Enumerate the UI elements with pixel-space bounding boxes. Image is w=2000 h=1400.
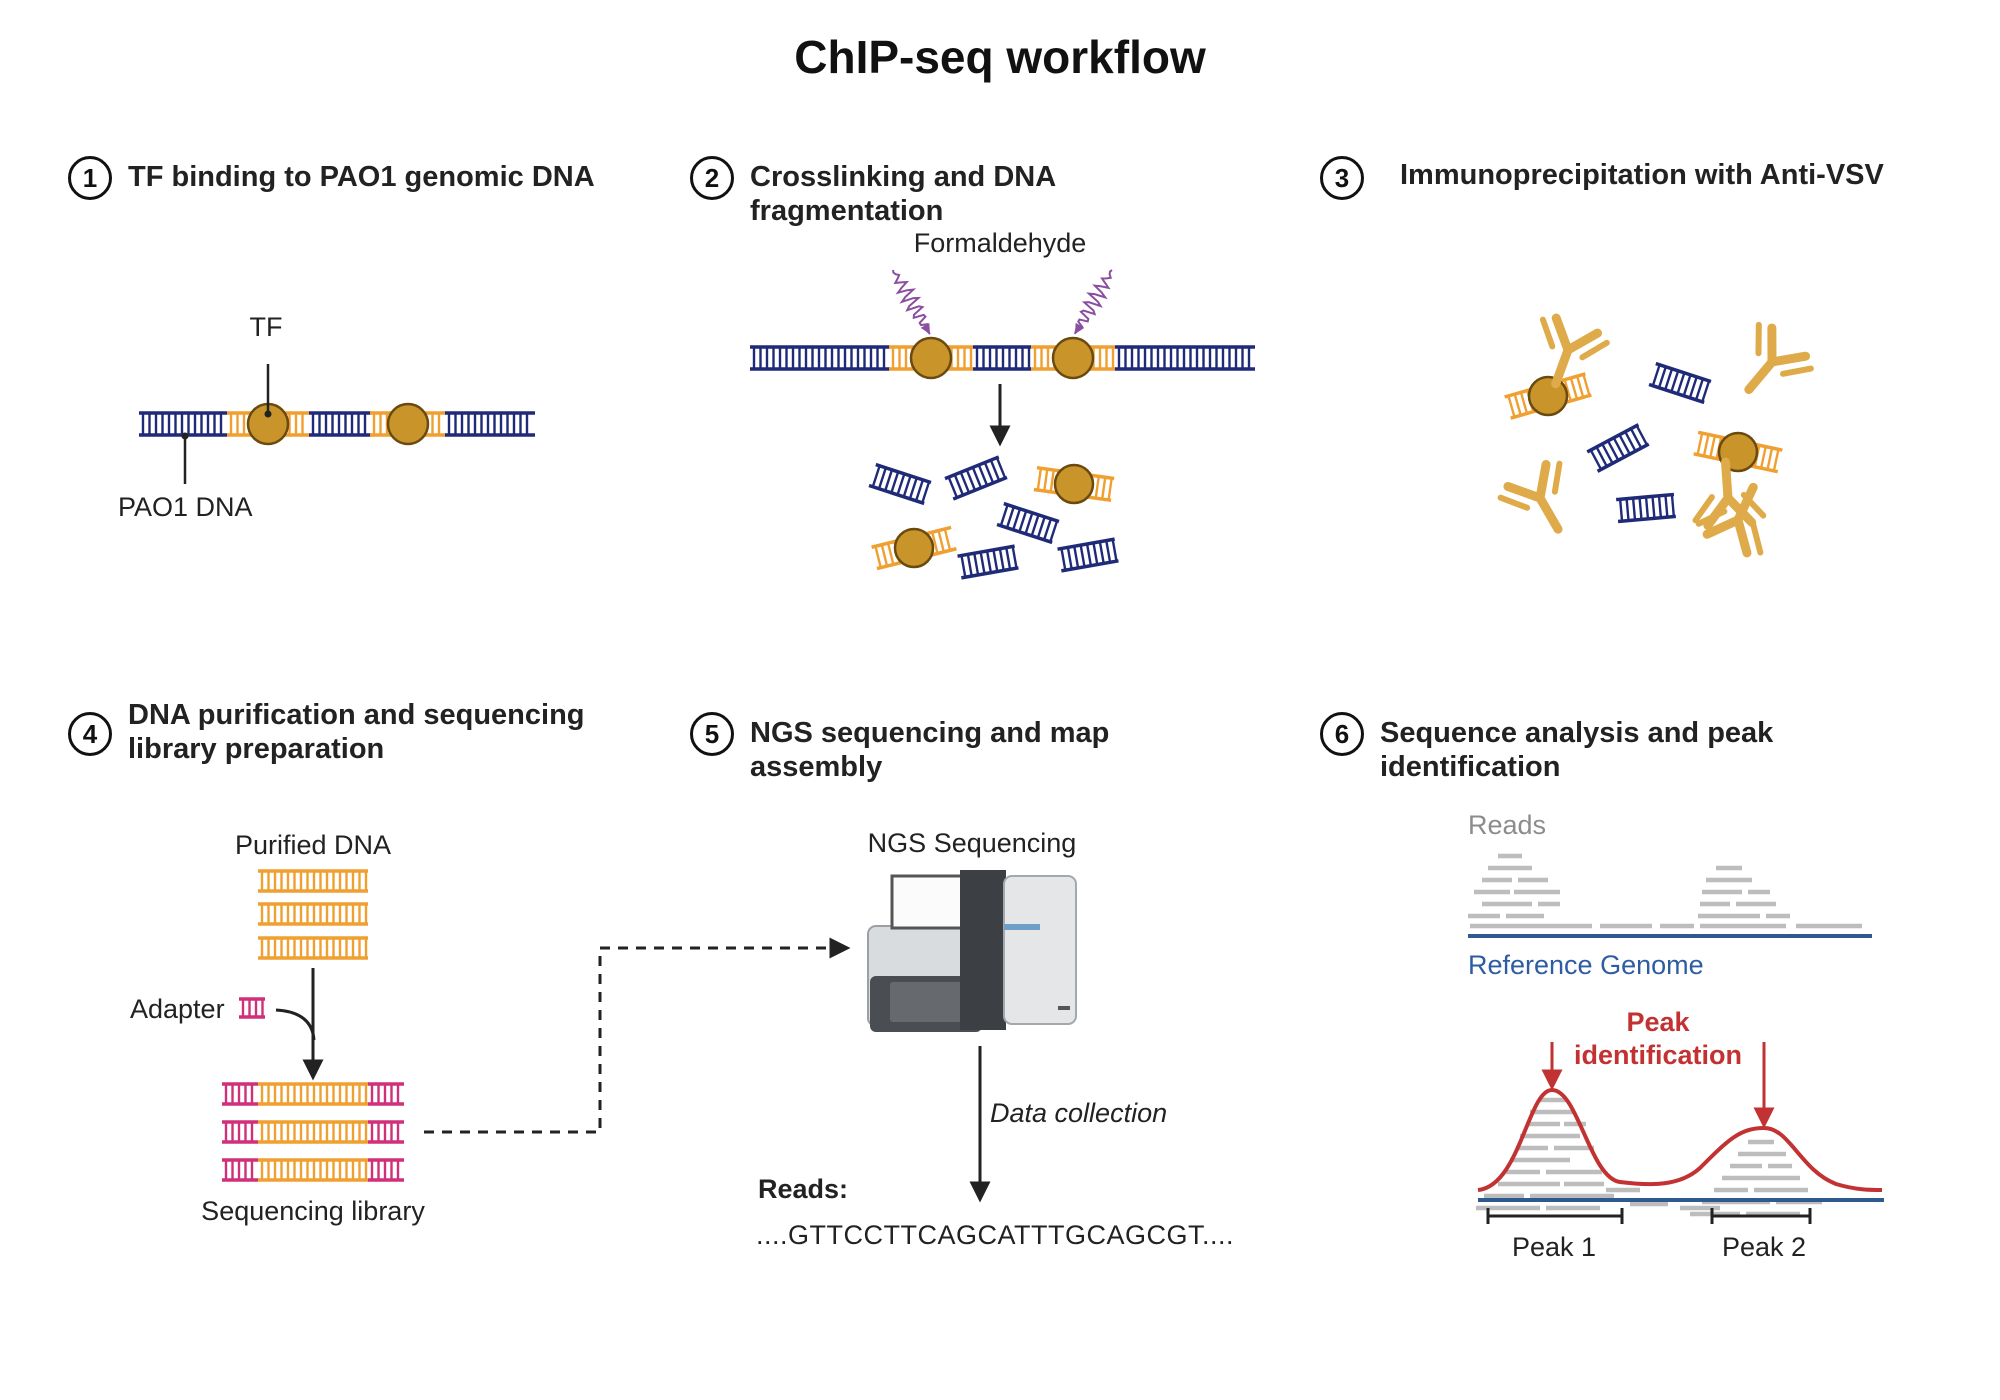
step-number: 6 — [1320, 712, 1364, 756]
formaldehyde-wave — [892, 269, 931, 335]
step-3-graphic — [1497, 313, 1814, 558]
purified-dna-strand — [258, 936, 368, 960]
step-1-graphic — [139, 364, 535, 484]
sequencer-screen — [890, 874, 966, 930]
step-title: Crosslinking and DNA fragmentation — [750, 161, 1056, 227]
tf-protein — [1051, 336, 1095, 380]
step-title: TF binding to PAO1 genomic DNA — [128, 161, 595, 193]
tf-protein — [909, 336, 953, 380]
formaldehyde-wave — [1074, 269, 1113, 335]
tf-protein — [386, 402, 430, 446]
tf-pointer-dot — [264, 410, 272, 418]
antibody — [1744, 321, 1814, 395]
purified-dna-strand — [258, 869, 368, 893]
dna-fragment-blue — [1586, 423, 1650, 473]
to-sequencer-arrow — [424, 937, 851, 1134]
peak-2-bracket — [1710, 1208, 1812, 1224]
tf-protein — [1053, 463, 1095, 505]
ngs-sequencing-label: NGS Sequencing — [867, 828, 1077, 858]
library-adapter-right — [368, 1158, 404, 1182]
dna-fragment-blue — [996, 501, 1060, 545]
dna-segment-blue — [139, 411, 227, 437]
peak-1-bracket — [1486, 1208, 1624, 1224]
antibody — [1695, 482, 1764, 558]
sequencer-tower — [960, 870, 1006, 1030]
data-collection-label: Data collection — [990, 1098, 1168, 1128]
dna-fragment-blue — [957, 544, 1019, 580]
library-insert — [258, 1158, 368, 1182]
tf-protein — [893, 527, 935, 569]
step-5-graphic — [867, 870, 1077, 1203]
reads-heading: Reads: — [758, 1174, 849, 1204]
step-number: 4 — [68, 712, 112, 756]
purified-dna-strand — [258, 902, 368, 926]
sequencer-vent — [1058, 1006, 1070, 1010]
tf-protein — [1527, 375, 1569, 417]
pao1-pointer-dot — [181, 432, 189, 440]
dna-segment-blue — [750, 345, 890, 371]
antibody — [1497, 459, 1563, 534]
library-adapter-right — [368, 1120, 404, 1144]
pao1-dna-label: PAO1 DNA — [118, 492, 253, 522]
purified-dna-label: Purified DNA — [234, 830, 392, 860]
reads-pileup-bottom — [1476, 1097, 1822, 1217]
sequencer-right-body — [1003, 875, 1077, 1025]
dna-fragment-blue — [1648, 361, 1712, 405]
adapter-label: Adapter — [130, 994, 225, 1024]
step-number: 3 — [1320, 156, 1364, 200]
step-number: 5 — [690, 712, 734, 756]
dna-fragment-blue — [944, 455, 1008, 501]
antibody — [1539, 313, 1610, 389]
adapter-curve — [275, 1008, 316, 1041]
dna-fragment-blue — [1615, 492, 1677, 524]
reads-sequence: ....GTTCCTTCAGCATTTGCAGCGT.... — [756, 1220, 1234, 1250]
peak-identification-label: Peak identification — [1574, 1007, 1742, 1070]
step-4-graphic — [222, 869, 851, 1182]
formaldehyde-label: Formaldehyde — [913, 228, 1087, 258]
reads-pileup-top — [1468, 853, 1862, 929]
step-title: NGS sequencing and map assembly — [750, 717, 1110, 783]
library-adapter-left — [222, 1082, 258, 1106]
step-6-graphic — [1468, 853, 1884, 1224]
library-adapter-right — [368, 1082, 404, 1106]
step-title: DNA purification and sequencing library … — [128, 699, 585, 765]
reference-genome-label: Reference Genome — [1468, 950, 1704, 980]
dna-fragment-blue — [868, 462, 932, 506]
library-insert — [258, 1120, 368, 1144]
dna-segment-blue — [309, 411, 371, 437]
reads-label: Reads — [1468, 810, 1547, 840]
sequencer-status-light — [1004, 924, 1040, 930]
formaldehyde-arrowhead — [920, 322, 930, 334]
ngs-sequencer-icon — [867, 870, 1077, 1032]
adapter-strand — [239, 997, 265, 1019]
dna-segment-blue — [1115, 345, 1255, 371]
step-title: Immunoprecipitation with Anti-VSV — [1400, 159, 1884, 191]
tf-label: TF — [249, 312, 283, 342]
dna-fragment-blue — [1057, 537, 1119, 573]
peak-2-label: Peak 2 — [1721, 1232, 1807, 1262]
step-title: Sequence analysis and peak identificatio… — [1380, 717, 1774, 783]
step-number: 1 — [68, 156, 112, 200]
sequencer-drawer-panel — [890, 982, 976, 1022]
coverage-curve — [1477, 1087, 1883, 1192]
library-adapter-left — [222, 1120, 258, 1144]
step-2-graphic — [750, 269, 1255, 580]
library-insert — [258, 1082, 368, 1106]
step-number: 2 — [690, 156, 734, 200]
library-adapter-left — [222, 1158, 258, 1182]
peak-1-label: Peak 1 — [1511, 1232, 1597, 1262]
dna-segment-blue — [973, 345, 1031, 371]
formaldehyde-arrowhead — [1075, 322, 1085, 334]
dna-segment-blue — [445, 411, 535, 437]
figure-title: ChIP-seq workflow — [794, 31, 1206, 83]
sequencing-library-label: Sequencing library — [201, 1196, 425, 1226]
